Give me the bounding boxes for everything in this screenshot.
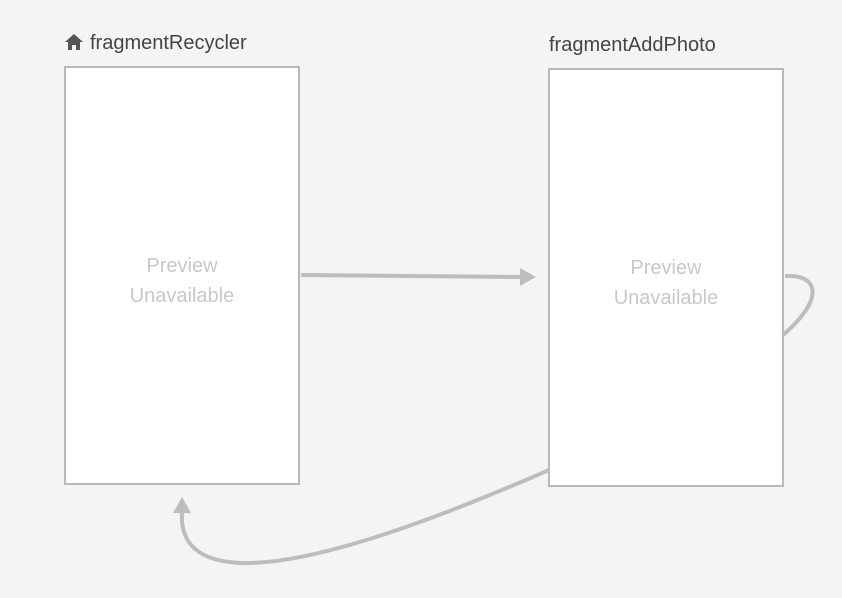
destination-name: fragmentAddPhoto: [549, 34, 716, 56]
preview-unavailable-text: Preview Unavailable: [613, 257, 719, 309]
preview-unavailable-text: Preview Unavailable: [129, 255, 235, 307]
destination-label-fragment-recycler[interactable]: fragmentRecycler: [64, 31, 247, 55]
destination-frame-fragment-add-photo[interactable]: Preview Unavailable: [548, 68, 784, 487]
destination-name: fragmentRecycler: [90, 32, 247, 54]
destination-label-fragment-add-photo[interactable]: fragmentAddPhoto: [549, 33, 716, 57]
action-arrow-addphoto-self-loop[interactable]: [781, 273, 815, 337]
action-arrow-addphoto-to-recycler[interactable]: [173, 468, 550, 566]
destination-frame-fragment-recycler[interactable]: Preview Unavailable: [64, 66, 300, 485]
action-arrow-recycler-to-addphoto[interactable]: [300, 268, 536, 286]
home-icon: [65, 34, 83, 50]
